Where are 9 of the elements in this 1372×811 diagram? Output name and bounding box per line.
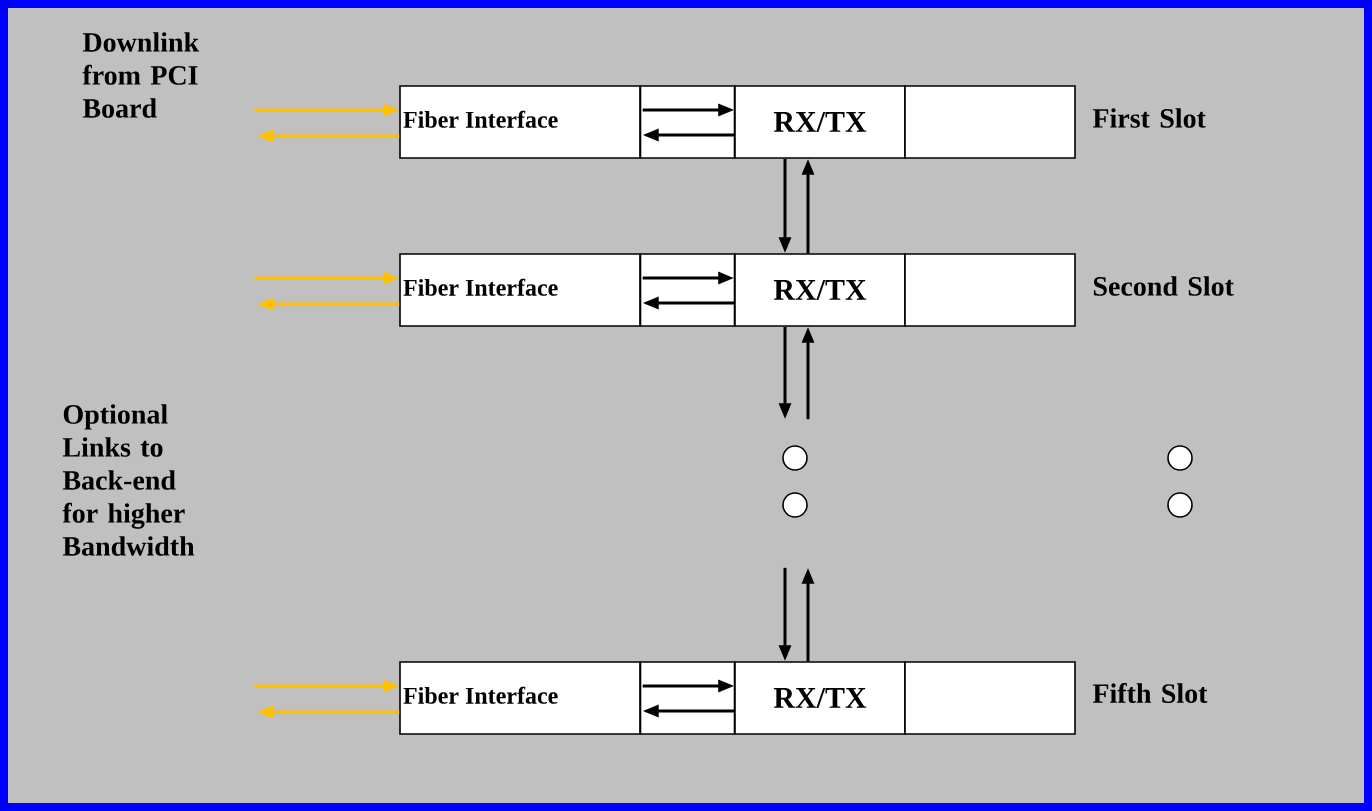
- rxtx-block: RX/TX: [734, 85, 906, 159]
- circle: [782, 492, 808, 518]
- circle: [1167, 492, 1193, 518]
- label: Optional Links to Back-end for higher Bandwidth: [62, 404, 195, 556]
- rxtx-block: RX/TX: [734, 253, 906, 327]
- circle: [782, 445, 808, 471]
- rxtx-block: RX/TX: [734, 661, 906, 735]
- circle: [1167, 445, 1193, 471]
- label: Downlink from PCI Board: [82, 32, 200, 118]
